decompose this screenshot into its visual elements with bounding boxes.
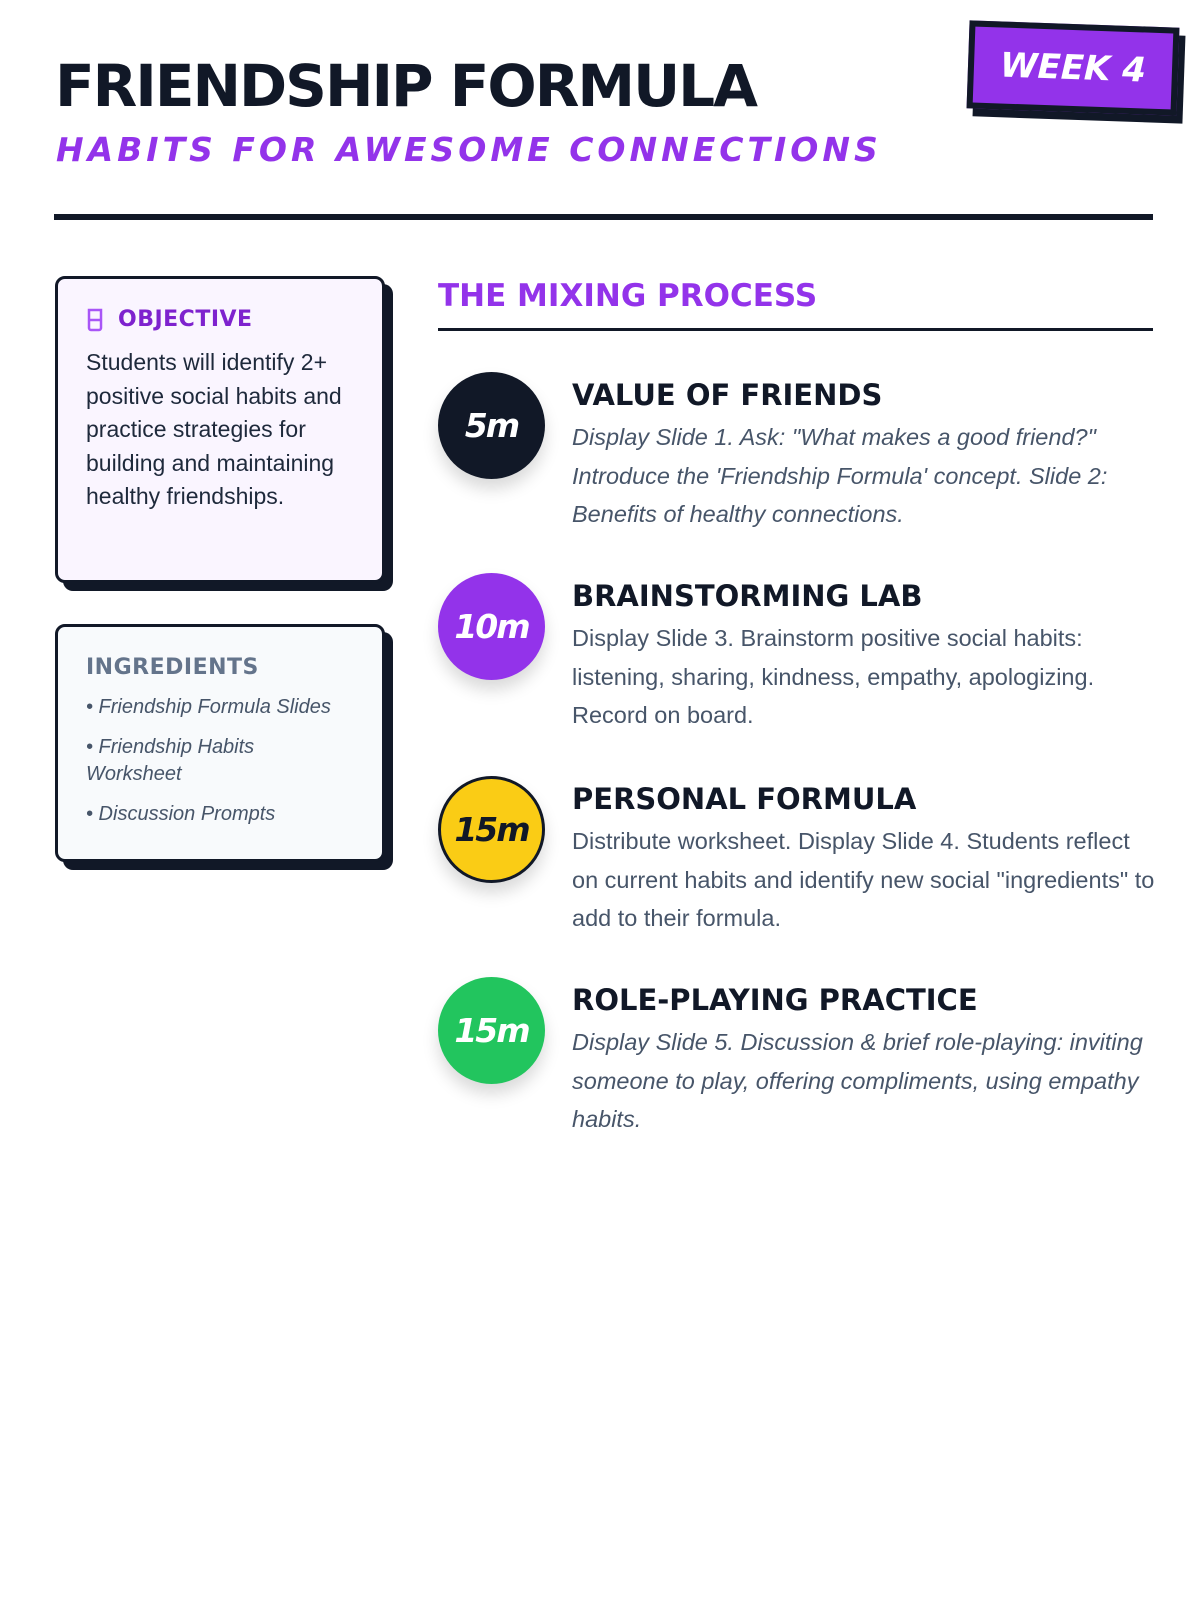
header-divider	[54, 214, 1153, 220]
time-badge: 15m	[438, 977, 545, 1084]
ingredient-item: • Friendship Habits Worksheet	[86, 736, 255, 785]
time-badge: 5m	[438, 372, 545, 479]
step-description: Display Slide 3. Brainstorm positive soc…	[572, 625, 1095, 728]
page-title: FRIENDSHIP FORMULA	[55, 52, 758, 120]
ingredients-heading: INGREDIENTS	[86, 655, 259, 680]
objective-heading: OBJECTIVE	[118, 307, 253, 332]
objective-text: Students will identify 2+ positive socia…	[86, 349, 342, 509]
objective-card: OBJECTIVE Students will identify 2+ posi…	[55, 276, 385, 583]
step-title: BRAINSTORMING LAB	[572, 579, 923, 613]
week-badge: WEEK 4	[966, 20, 1180, 116]
page-subtitle: HABITS FOR AWESOME CONNECTIONS	[56, 130, 882, 169]
ingredient-item: • Discussion Prompts	[86, 803, 276, 825]
step-description: Display Slide 1. Ask: "What makes a good…	[572, 424, 1108, 527]
time-badge: 15m	[438, 776, 545, 883]
step-title: ROLE-PLAYING PRACTICE	[572, 983, 978, 1017]
time-badge: 10m	[438, 573, 545, 680]
step-description: Distribute worksheet. Display Slide 4. S…	[572, 828, 1155, 931]
ingredient-item: • Friendship Formula Slides	[86, 696, 331, 718]
step-title: PERSONAL FORMULA	[572, 782, 917, 816]
process-divider	[438, 328, 1153, 331]
beaker-icon	[87, 308, 103, 331]
step-title: VALUE OF FRIENDS	[572, 378, 883, 412]
step-description: Display Slide 5. Discussion & brief role…	[572, 1029, 1143, 1132]
ingredients-card: INGREDIENTS • Friendship Formula Slides …	[55, 624, 385, 862]
process-heading: THE MIXING PROCESS	[438, 278, 818, 314]
